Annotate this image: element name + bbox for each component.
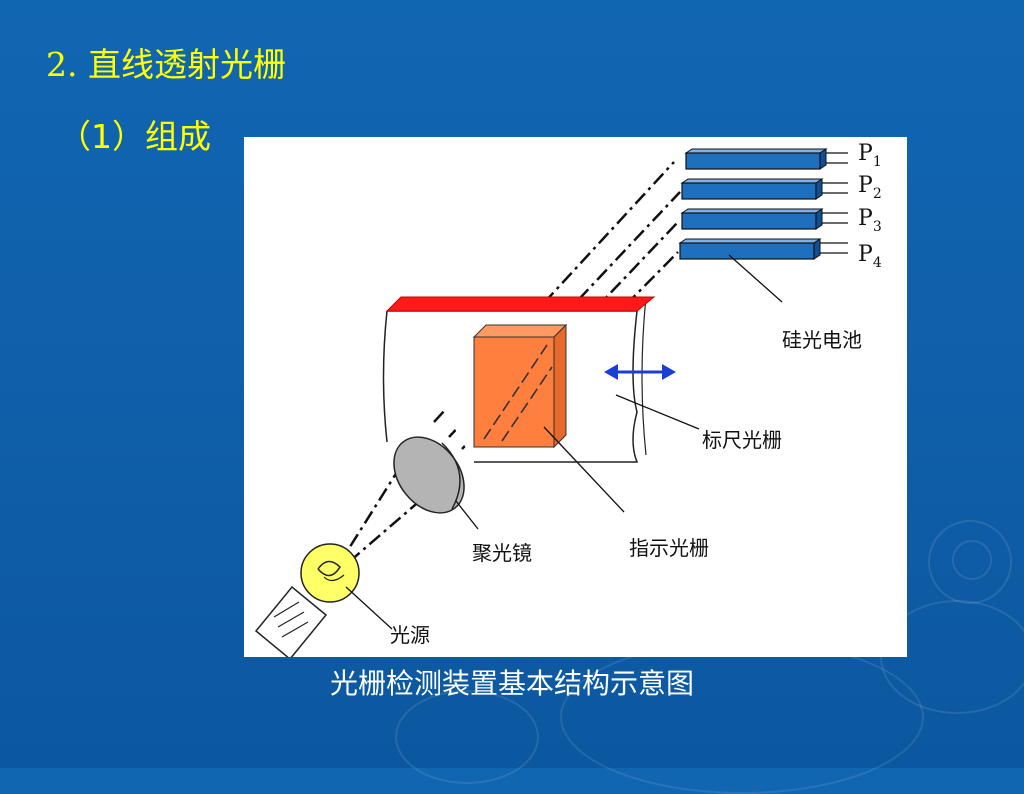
label-index-grating: 指示光栅: [629, 536, 709, 560]
bulb-glass: [300, 543, 360, 603]
lens-icon: [393, 436, 465, 514]
photocells: [678, 148, 848, 260]
bulb-socket: [254, 585, 328, 657]
leader-lines: [345, 254, 783, 630]
leader-lens: [455, 500, 479, 530]
cell-label-p1: P1: [858, 141, 882, 170]
cell-label-p3: P3: [858, 206, 882, 235]
light-bulb-icon: [254, 543, 360, 657]
leader-index-grating: [543, 426, 625, 513]
label-lens: 聚光镜: [472, 541, 532, 565]
scale-grating-right-edge: [641, 296, 647, 456]
leader-scale-grating: [615, 394, 700, 430]
bulb-filament: [317, 560, 341, 577]
index-grating-face: [473, 336, 555, 448]
index-grating: [472, 323, 568, 449]
photocell-p2: [680, 178, 848, 200]
ripple-decoration: [395, 690, 539, 784]
scale-grating-top: [385, 296, 656, 312]
index-grating-beam: [483, 344, 553, 442]
heading-number: 2.: [46, 45, 78, 84]
index-grating-top: [472, 324, 568, 338]
scale-grating-left-edge: [382, 310, 388, 443]
label-light-source: 光源: [390, 623, 430, 647]
slide-heading: 2. 直线透射光栅: [46, 38, 286, 86]
slide-subheading: （1）组成: [58, 117, 211, 156]
heading-text: 直线透射光栅: [88, 45, 286, 84]
ripple-decoration: [952, 540, 992, 580]
diagram-caption: 光栅检测装置基本结构示意图: [329, 667, 694, 700]
double-arrow-icon: [604, 364, 676, 380]
photocell-p3: [680, 208, 848, 230]
photocell-p4: [678, 238, 848, 260]
label-scale-grating: 标尺光栅: [702, 428, 782, 452]
label-photocell: 硅光电池: [782, 328, 862, 352]
leader-light-source: [345, 586, 393, 630]
cell-label-p2: P2: [858, 173, 882, 202]
index-grating-side: [553, 323, 567, 449]
socket-threads: [273, 601, 309, 638]
leader-photocell: [728, 254, 783, 303]
ripple-decoration: [880, 600, 1024, 714]
grating-diagram: P1 P2 P3 P4 硅光电池 标尺光栅 指示光栅 聚光镜 光源: [254, 141, 882, 657]
cell-label-p4: P4: [858, 242, 882, 271]
diagram-panel: P1 P2 P3 P4 硅光电池 标尺光栅 指示光栅 聚光镜 光源: [244, 137, 907, 657]
photocell-p1: [684, 148, 848, 170]
